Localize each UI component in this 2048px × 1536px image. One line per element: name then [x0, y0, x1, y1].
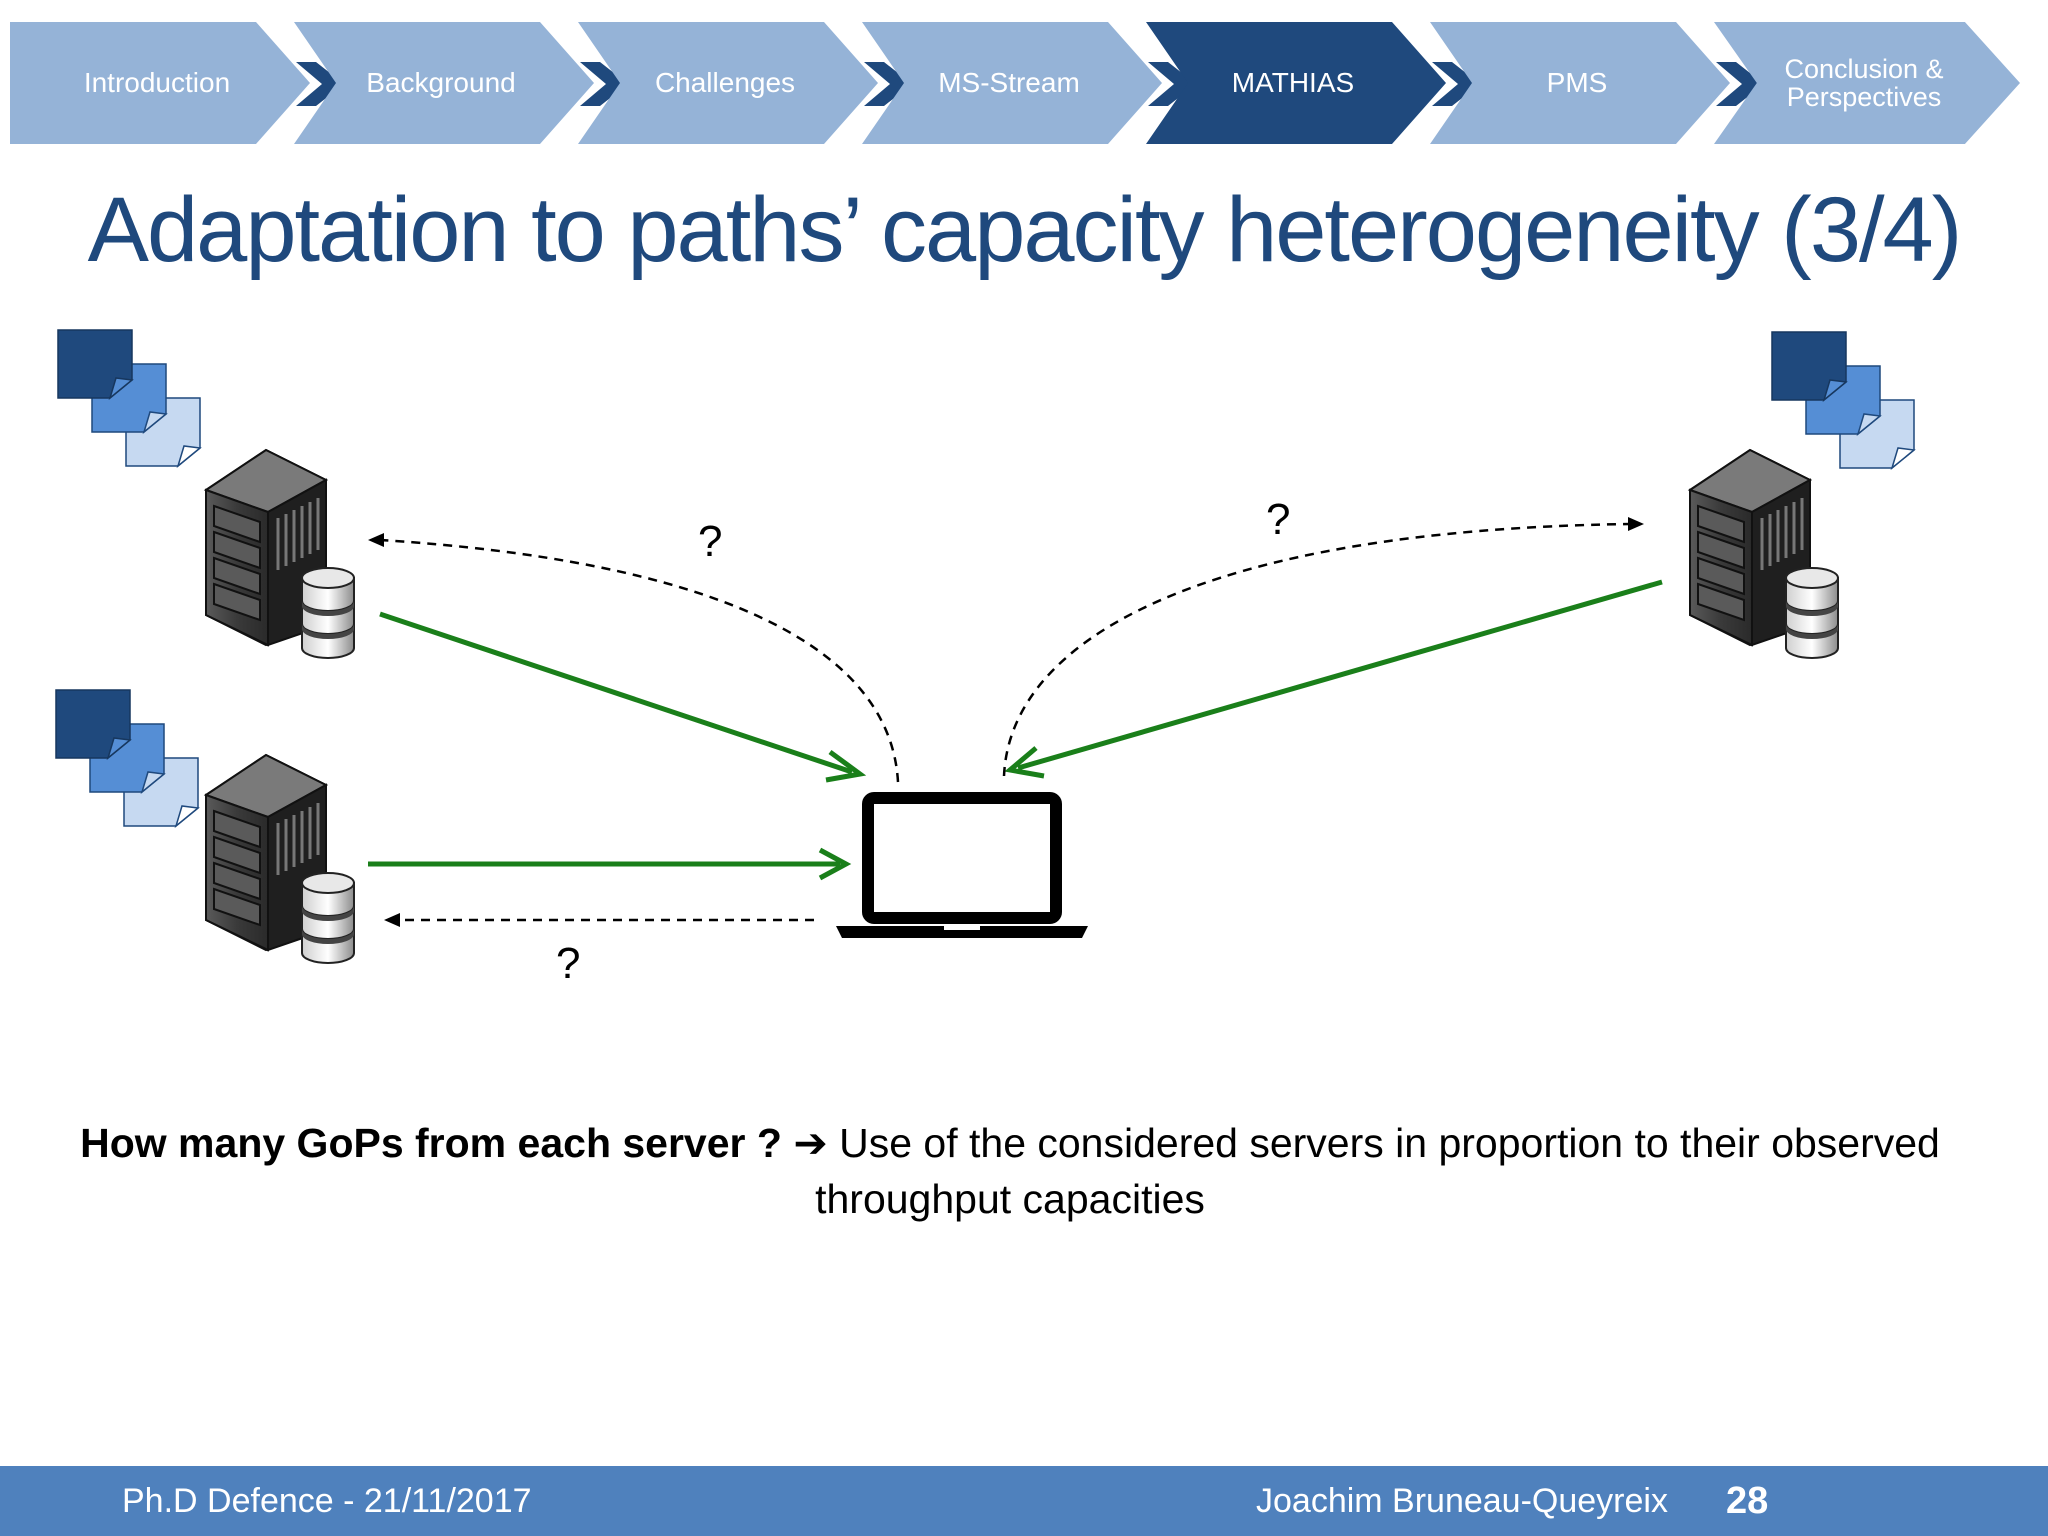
video-segments-icon	[55, 689, 199, 827]
probe-arrow	[384, 913, 814, 927]
chevron-right-icon	[580, 62, 628, 106]
question-mark: ?	[1266, 495, 1290, 544]
nav-step-label: MS-Stream	[938, 67, 1080, 99]
page-number: 28	[1726, 1480, 1769, 1522]
server-icon[interactable]	[1688, 448, 1840, 660]
chevron-right-icon	[864, 62, 912, 106]
section-navigation: Introduction Background Challenges MS-St…	[0, 0, 2048, 160]
server-icon[interactable]	[204, 448, 356, 660]
slide-footer: Ph.D Defence - 21/11/2017 Joachim Brunea…	[0, 1466, 2048, 1536]
chevron-right-icon	[1716, 62, 1764, 106]
chevron-right-icon	[1148, 62, 1196, 106]
nav-step-background[interactable]: Background	[294, 22, 594, 144]
video-segments-icon	[57, 329, 201, 467]
nav-step-ms-stream[interactable]: MS-Stream	[862, 22, 1162, 144]
caption-question: How many GoPs from each server ?	[80, 1120, 782, 1166]
slide-caption: How many GoPs from each server ? ➔ Use o…	[80, 1115, 1940, 1227]
nav-step-introduction[interactable]: Introduction	[10, 22, 310, 144]
nav-step-label: Introduction	[83, 67, 231, 99]
caption-answer: Use of the considered servers in proport…	[815, 1120, 1940, 1222]
nav-step-label: Background	[366, 67, 516, 99]
nav-step-label: Conclusion & Perspectives	[1784, 53, 1944, 112]
slide-title: Adaptation to paths’ capacity heterogene…	[87, 179, 1963, 281]
chevron-right-icon	[296, 62, 344, 106]
nav-step-conclusion[interactable]: Conclusion & Perspectives	[1714, 22, 2020, 144]
probe-arrow	[368, 533, 900, 783]
video-segments-icon	[1771, 331, 1915, 469]
nav-step-pms[interactable]: PMS	[1430, 22, 1730, 144]
footer-event: Ph.D Defence - 21/11/2017	[122, 1482, 532, 1520]
nav-step-label: MATHIAS	[1231, 67, 1355, 99]
question-mark: ?	[556, 939, 580, 988]
arrow-right-icon: ➔	[793, 1120, 828, 1166]
server-icon[interactable]	[204, 753, 356, 965]
question-mark: ?	[698, 517, 722, 566]
network-diagram: ? ? ?	[55, 329, 1915, 988]
data-flow-arrow	[379, 611, 867, 783]
nav-step-label: Challenges	[654, 67, 796, 99]
probe-arrow	[1002, 517, 1644, 777]
nav-step-label: PMS	[1546, 67, 1608, 99]
nav-step-challenges[interactable]: Challenges	[578, 22, 878, 144]
laptop-icon[interactable]	[836, 792, 1088, 938]
footer-author: Joachim Bruneau-Queyreix	[1256, 1482, 1668, 1520]
nav-step-mathias[interactable]: MATHIAS	[1146, 22, 1446, 144]
data-flow-arrow	[1004, 579, 1663, 779]
chevron-right-icon	[1432, 62, 1480, 106]
data-flow-arrow	[368, 847, 852, 881]
